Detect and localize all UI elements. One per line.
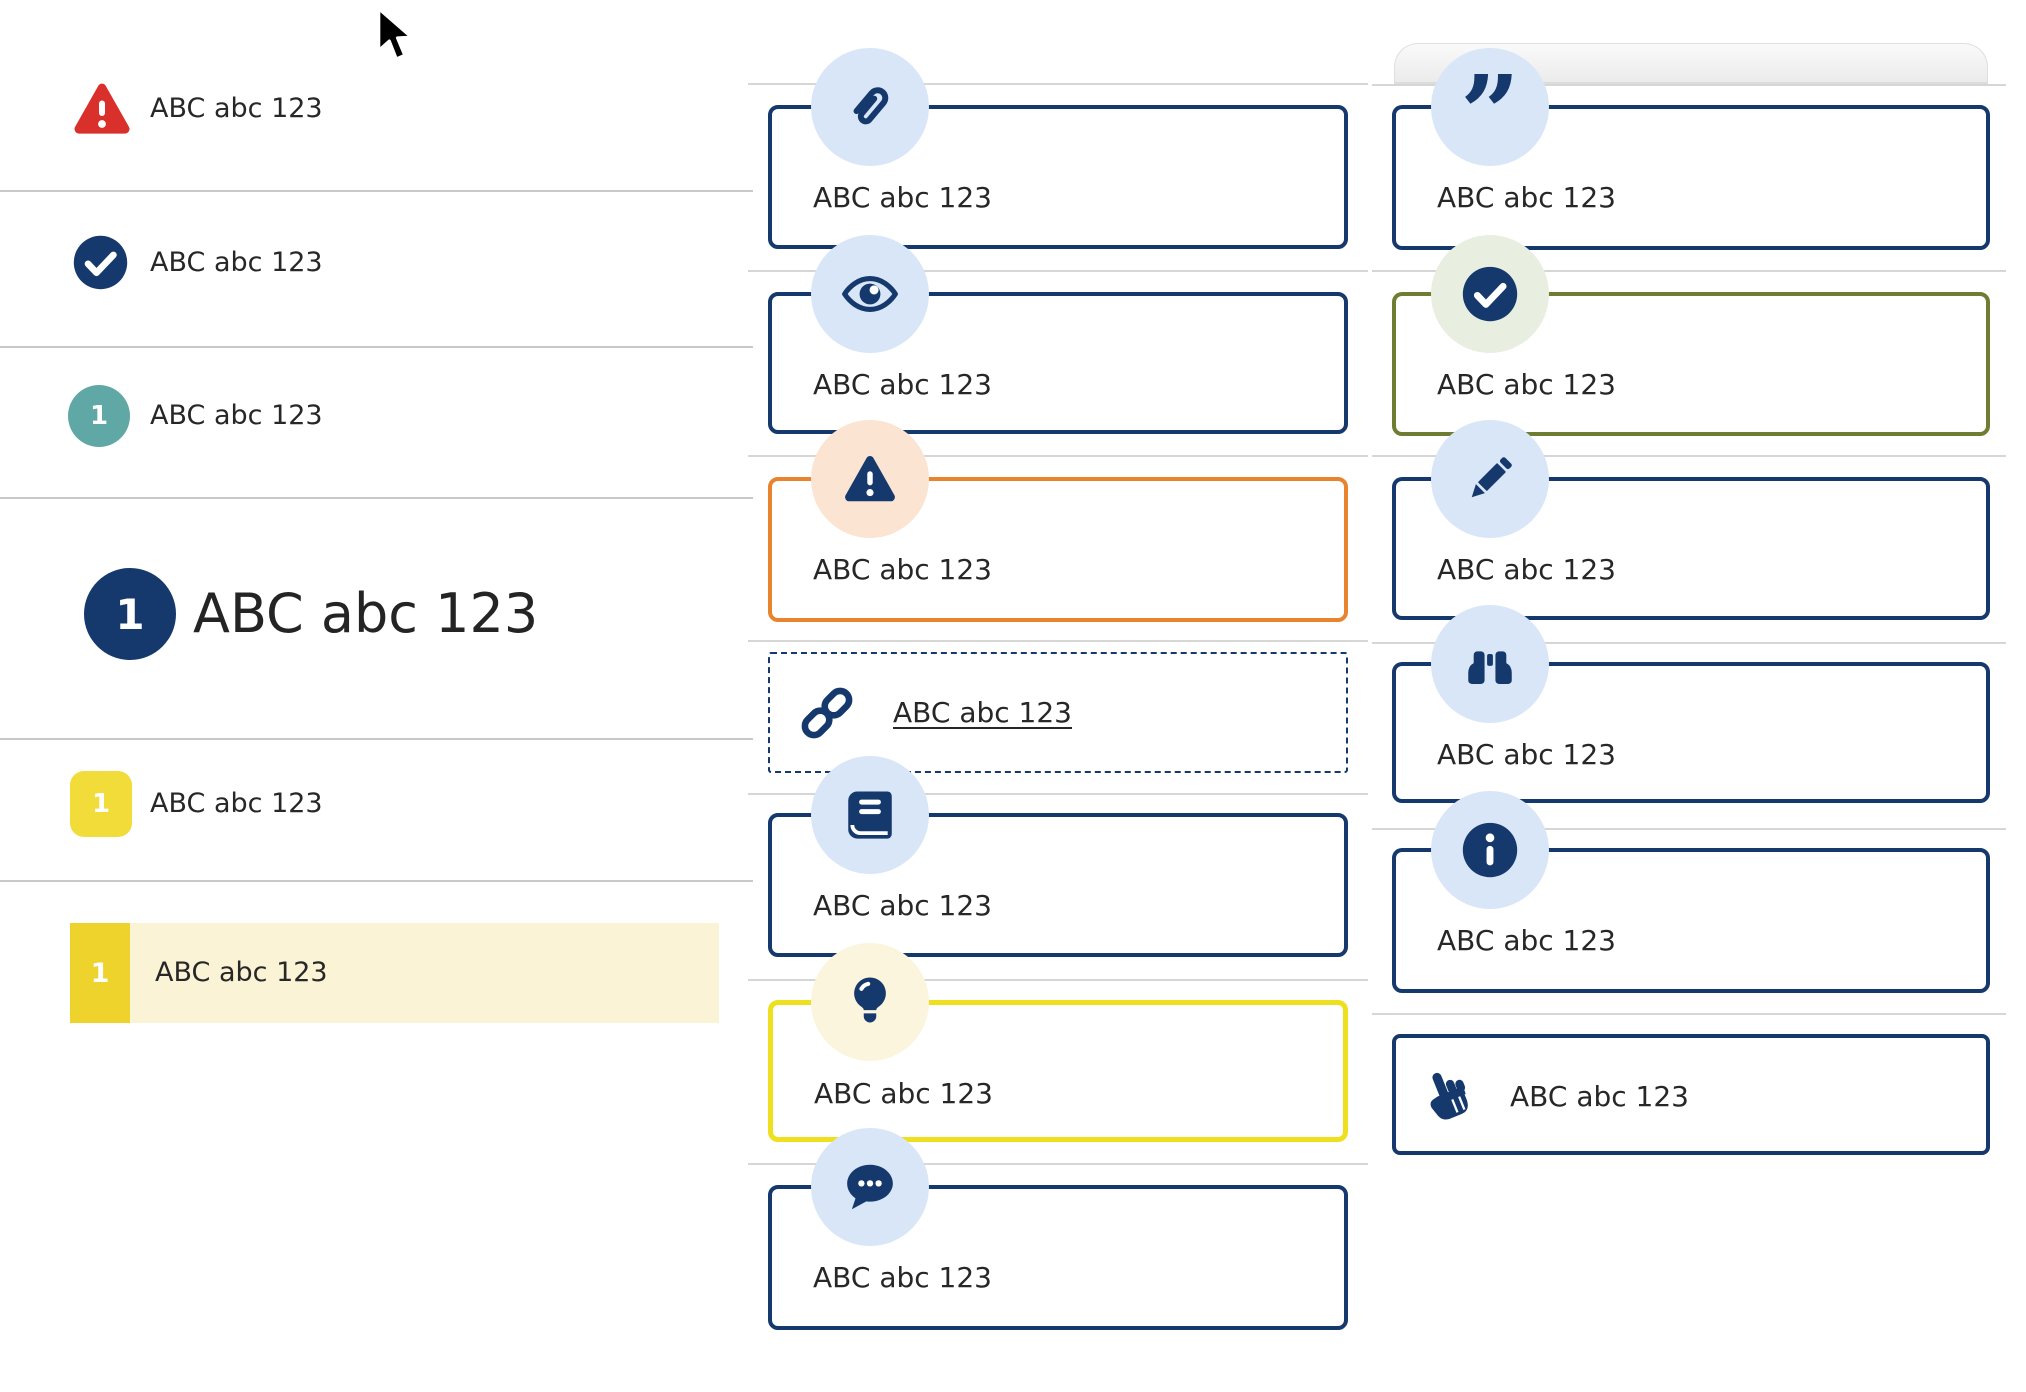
icon-circle: [1431, 791, 1549, 909]
link-text[interactable]: ABC abc 123: [893, 696, 1072, 729]
callout-visibility[interactable]: ABC abc 123: [768, 235, 1348, 434]
divider: [748, 979, 1368, 981]
divider: [1372, 84, 2006, 86]
divider: [0, 738, 753, 740]
check-circle-icon: [1461, 265, 1519, 323]
icon-circle: ”: [1431, 48, 1549, 166]
callout-label: ABC abc 123: [1437, 368, 1616, 401]
callout-action[interactable]: ABC abc 123: [1392, 1034, 1990, 1155]
divider: [1372, 455, 2006, 457]
callout-label: ABC abc 123: [813, 1261, 992, 1294]
icon-circle: [1431, 605, 1549, 723]
divider: [1372, 270, 2006, 272]
divider: [748, 270, 1368, 272]
divider: [1372, 828, 2006, 830]
number-badge-square: 1: [70, 771, 132, 837]
list-item-label: ABC abc 123: [150, 400, 323, 431]
mouse-cursor: [377, 7, 413, 61]
divider: [748, 793, 1368, 795]
check-circle-icon: [72, 234, 129, 291]
list-item-label: ABC abc 123: [155, 957, 328, 988]
callout-tip[interactable]: ABC abc 123: [768, 943, 1348, 1142]
book-icon: [841, 786, 899, 844]
callout-label: ABC abc 123: [1437, 924, 1616, 957]
binoculars-icon: [1461, 635, 1519, 693]
callout-label: ABC abc 123: [1437, 181, 1616, 214]
callout-label: ABC abc 123: [1437, 738, 1616, 771]
icon-circle: [811, 756, 929, 874]
icon-circle: [1431, 235, 1549, 353]
icon-circle: [811, 48, 929, 166]
warning-triangle-icon: [841, 450, 899, 508]
icon-circle: [811, 943, 929, 1061]
divider: [1372, 1013, 2006, 1015]
callout-quote[interactable]: ” ABC abc 123: [1392, 48, 1990, 250]
divider: [748, 83, 1368, 85]
pencil-icon: [1461, 450, 1519, 508]
divider: [1372, 642, 2006, 644]
divider: [0, 497, 753, 499]
callout-success[interactable]: ABC abc 123: [1392, 235, 1990, 436]
speech-bubble-icon: [841, 1158, 899, 1216]
callout-label: ABC abc 123: [1510, 1080, 1689, 1113]
divider: [0, 880, 753, 882]
list-item-highlighted-row: 1 ABC abc 123: [70, 923, 719, 1023]
callout-edit[interactable]: ABC abc 123: [1392, 420, 1990, 620]
icon-circle: [811, 235, 929, 353]
divider: [748, 1163, 1368, 1165]
divider: [0, 190, 753, 192]
callout-label: ABC abc 123: [814, 1077, 993, 1110]
list-item-heading: ABC abc 123: [193, 582, 539, 645]
quote-icon: ”: [1460, 52, 1520, 175]
icon-circle: [1431, 420, 1549, 538]
number-badge-circle: 1: [68, 385, 130, 447]
link-icon: [795, 681, 859, 745]
list-item-label: ABC abc 123: [150, 247, 323, 278]
callout-search[interactable]: ABC abc 123: [1392, 605, 1990, 803]
callout-comment[interactable]: ABC abc 123: [768, 1128, 1348, 1330]
callout-link[interactable]: ABC abc 123: [768, 652, 1348, 773]
warning-triangle-icon: [70, 77, 134, 141]
callout-label: ABC abc 123: [813, 368, 992, 401]
number-badge-circle-large: 1: [84, 568, 176, 660]
icon-circle: [811, 420, 929, 538]
list-item-label: ABC abc 123: [150, 93, 323, 124]
callout-label: ABC abc 123: [813, 889, 992, 922]
callout-info[interactable]: ABC abc 123: [1392, 791, 1990, 993]
pointer-hand-icon: [1421, 1068, 1477, 1124]
callout-book[interactable]: ABC abc 123: [768, 756, 1348, 957]
info-circle-icon: [1461, 821, 1519, 879]
eye-icon: [841, 265, 899, 323]
callout-label: ABC abc 123: [813, 181, 992, 214]
callout-warning[interactable]: ABC abc 123: [768, 420, 1348, 622]
callout-attachment[interactable]: ABC abc 123: [768, 48, 1348, 249]
callout-label: ABC abc 123: [813, 553, 992, 586]
callout-label: ABC abc 123: [1437, 553, 1616, 586]
icon-circle: [811, 1128, 929, 1246]
paperclip-icon: [841, 78, 899, 136]
divider: [748, 455, 1368, 457]
divider: [0, 346, 753, 348]
number-badge-square: 1: [70, 923, 130, 1023]
lightbulb-icon: [841, 973, 899, 1031]
list-item-label: ABC abc 123: [150, 788, 323, 819]
divider: [748, 640, 1368, 642]
